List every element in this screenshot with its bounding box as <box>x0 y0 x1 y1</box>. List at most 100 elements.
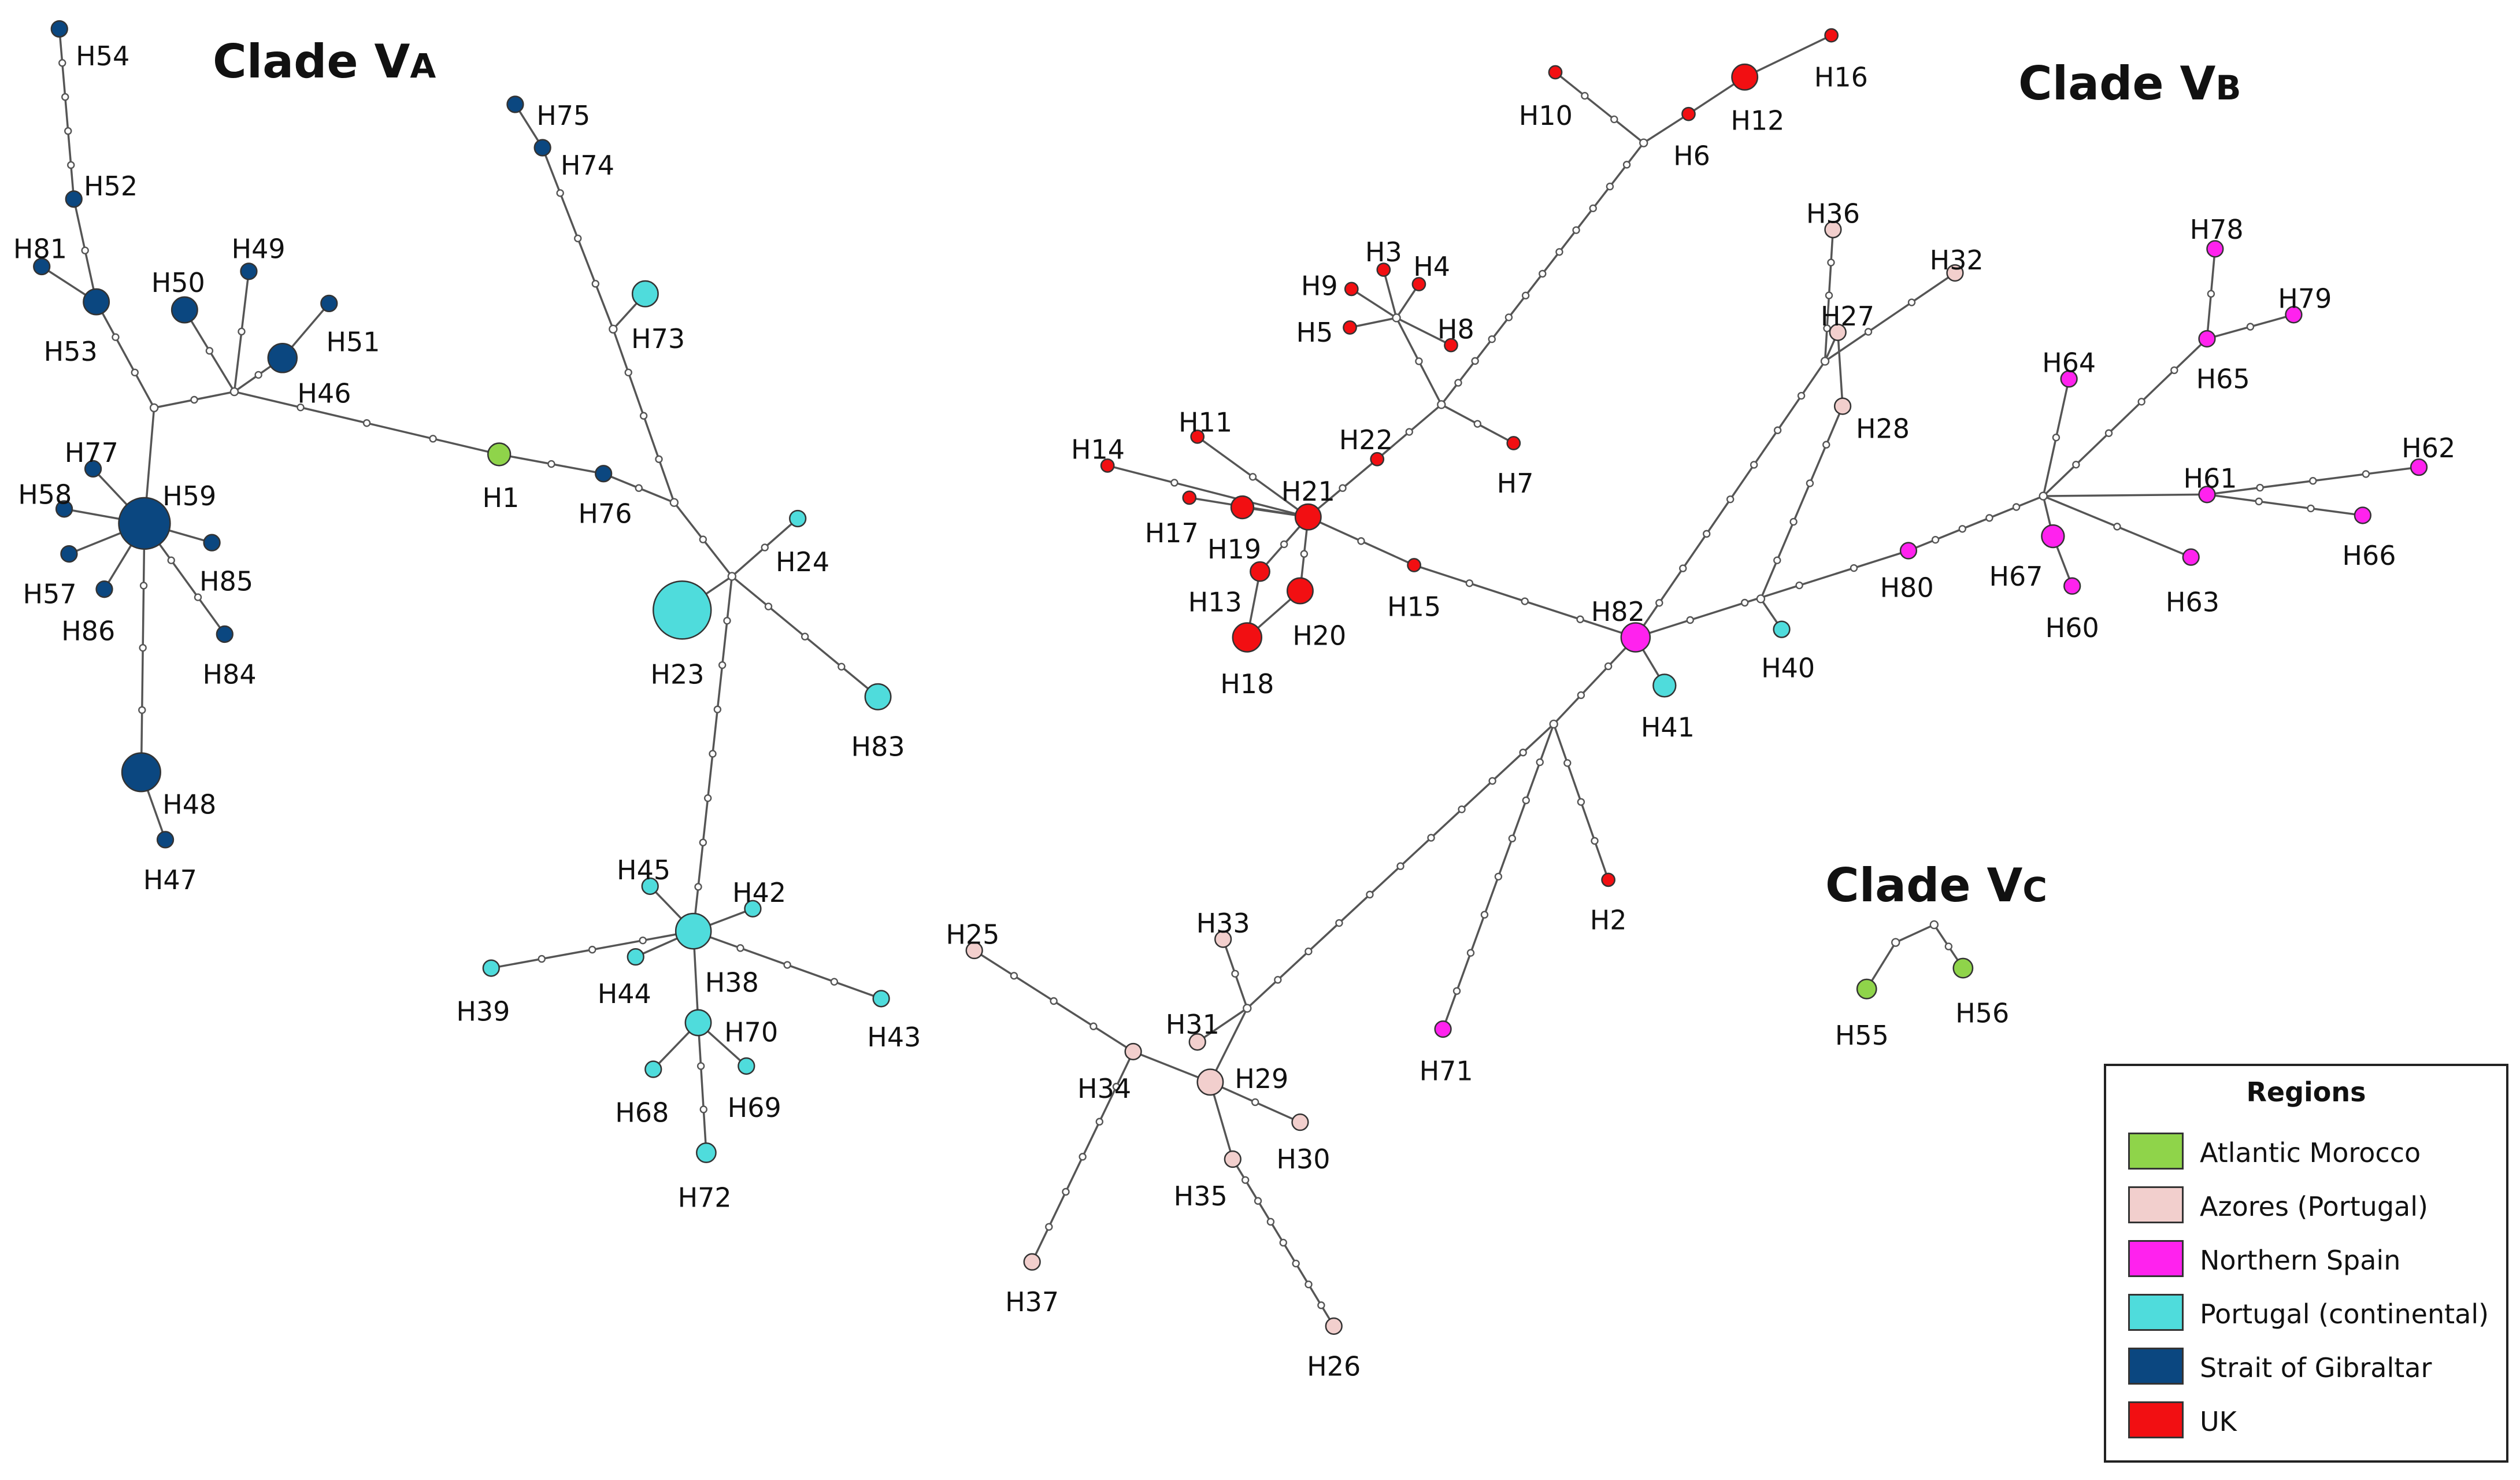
network-edge <box>1554 71 1644 144</box>
mutation-step-dot <box>1292 1259 1300 1268</box>
haplotype-node-h21 <box>1294 503 1322 531</box>
mutation-step-dot <box>131 368 139 376</box>
median-vector-node <box>1756 594 1766 604</box>
haplotype-node-h84 <box>216 625 234 643</box>
mutation-step-dot <box>1773 556 1781 564</box>
haplotype-node-h56 <box>1952 957 1974 979</box>
mutation-step-dot <box>1317 1301 1325 1309</box>
mutation-step-dot <box>2072 460 2080 469</box>
legend-title: Regions <box>2246 1076 2366 1108</box>
mutation-step-dot <box>1797 391 1806 400</box>
median-vector-node <box>727 572 737 581</box>
haplotype-node-h63 <box>2182 548 2200 566</box>
mutation-step-dot <box>2307 504 2315 513</box>
haplotype-node-h8 <box>1444 338 1458 353</box>
haplotype-label-h85: H85 <box>199 565 253 597</box>
mutation-step-dot <box>1555 248 1563 256</box>
mutation-step-dot <box>167 556 175 564</box>
mutation-step-dot <box>639 936 647 945</box>
mutation-step-dot <box>1335 919 1343 927</box>
mutation-step-dot <box>139 643 147 652</box>
mutation-step-dot <box>1480 911 1489 919</box>
mutation-step-dot <box>1508 834 1517 843</box>
haplotype-label-h2: H2 <box>1590 904 1627 935</box>
median-vector-node <box>669 498 679 507</box>
mutation-step-dot <box>588 945 596 954</box>
haplotype-node-h22 <box>1370 452 1385 467</box>
haplotype-node-h65 <box>2198 330 2216 348</box>
haplotype-label-h67: H67 <box>1989 561 2043 592</box>
mutation-step-dot <box>1231 970 1239 978</box>
haplotype-label-h29: H29 <box>1235 1063 1288 1094</box>
haplotype-label-h13: H13 <box>1188 586 1242 617</box>
legend-swatch <box>2128 1401 2184 1438</box>
haplotype-node-h27 <box>1829 323 1847 341</box>
haplotype-node-h29 <box>1196 1068 1224 1096</box>
haplotype-label-h32: H32 <box>1930 245 1984 276</box>
haplotype-node-h83 <box>864 683 892 711</box>
legend-swatch <box>2128 1294 2184 1331</box>
mutation-step-dot <box>190 395 198 404</box>
haplotype-label-h27: H27 <box>1821 301 1874 332</box>
mutation-step-dot <box>1864 328 1873 336</box>
mutation-step-dot <box>1655 599 1663 607</box>
network-edge <box>697 1022 707 1153</box>
mutation-step-dot <box>2256 483 2264 492</box>
haplotype-label-h5: H5 <box>1296 317 1333 348</box>
clade-vc-main: Clade V <box>1825 859 2023 912</box>
clade-vb-title: Clade VB <box>2018 57 2241 110</box>
mutation-step-dot <box>1251 1098 1259 1107</box>
clade-vc-title: Clade VC <box>1825 859 2047 912</box>
mutation-step-dot <box>699 838 707 846</box>
haplotype-label-h62: H62 <box>2402 432 2455 464</box>
haplotype-node-h46 <box>267 343 298 373</box>
haplotype-label-h8: H8 <box>1437 313 1474 345</box>
mutation-step-dot <box>1458 805 1466 813</box>
mutation-step-dot <box>1572 226 1580 234</box>
mutation-step-dot <box>1536 758 1544 767</box>
mutation-step-dot <box>1305 947 1313 956</box>
mutation-step-dot <box>1789 517 1798 526</box>
legend-swatch <box>2128 1348 2184 1385</box>
haplotype-label-h71: H71 <box>1420 1055 1473 1086</box>
haplotype-node-h16 <box>1824 28 1839 43</box>
median-vectors <box>58 59 2370 1309</box>
mutation-step-dot <box>1686 616 1694 624</box>
median-vector-node <box>1243 1004 1252 1013</box>
haplotype-node-h75 <box>506 95 524 113</box>
mutation-step-dot <box>699 535 707 543</box>
mutation-step-dot <box>64 127 72 135</box>
haplotype-label-h78: H78 <box>2190 214 2244 245</box>
mutation-step-dot <box>1466 949 1475 957</box>
haplotype-label-h65: H65 <box>2196 363 2250 394</box>
mutation-step-dot <box>703 794 712 802</box>
haplotype-node-h17 <box>1182 490 1197 505</box>
median-vector-node <box>1437 400 1446 409</box>
haplotype-label-h37: H37 <box>1005 1286 1059 1318</box>
haplotype-node-h14 <box>1100 458 1115 473</box>
median-vector-node <box>1929 920 1939 930</box>
haplotype-label-h14: H14 <box>1071 434 1125 465</box>
haplotype-label-h6: H6 <box>1673 140 1710 171</box>
mutation-step-dot <box>1591 837 1599 845</box>
haplotype-node-h78 <box>2206 240 2224 258</box>
haplotype-node-h4 <box>1411 277 1426 291</box>
network-edge <box>58 28 75 199</box>
mutation-step-dot <box>1519 748 1527 757</box>
haplotype-label-h45: H45 <box>617 854 670 886</box>
haplotype-node-h18 <box>1232 622 1263 653</box>
median-vector-node <box>149 403 159 413</box>
haplotype-label-h55: H55 <box>1835 1020 1889 1051</box>
mutation-step-dot <box>1279 1238 1287 1247</box>
legend-item-atlantic-morocco: Atlantic Morocco <box>2128 1133 2498 1173</box>
haplotype-node-h47 <box>156 831 175 849</box>
clade-vc-sub: C <box>2022 870 2047 909</box>
haplotype-node-h81 <box>33 257 51 276</box>
haplotype-label-h33: H33 <box>1196 908 1250 939</box>
haplotype-node-h76 <box>595 465 613 483</box>
haplotype-label-h42: H42 <box>732 877 786 908</box>
network-edge <box>1895 924 1935 944</box>
clade-vb-main: Clade V <box>2018 57 2216 110</box>
